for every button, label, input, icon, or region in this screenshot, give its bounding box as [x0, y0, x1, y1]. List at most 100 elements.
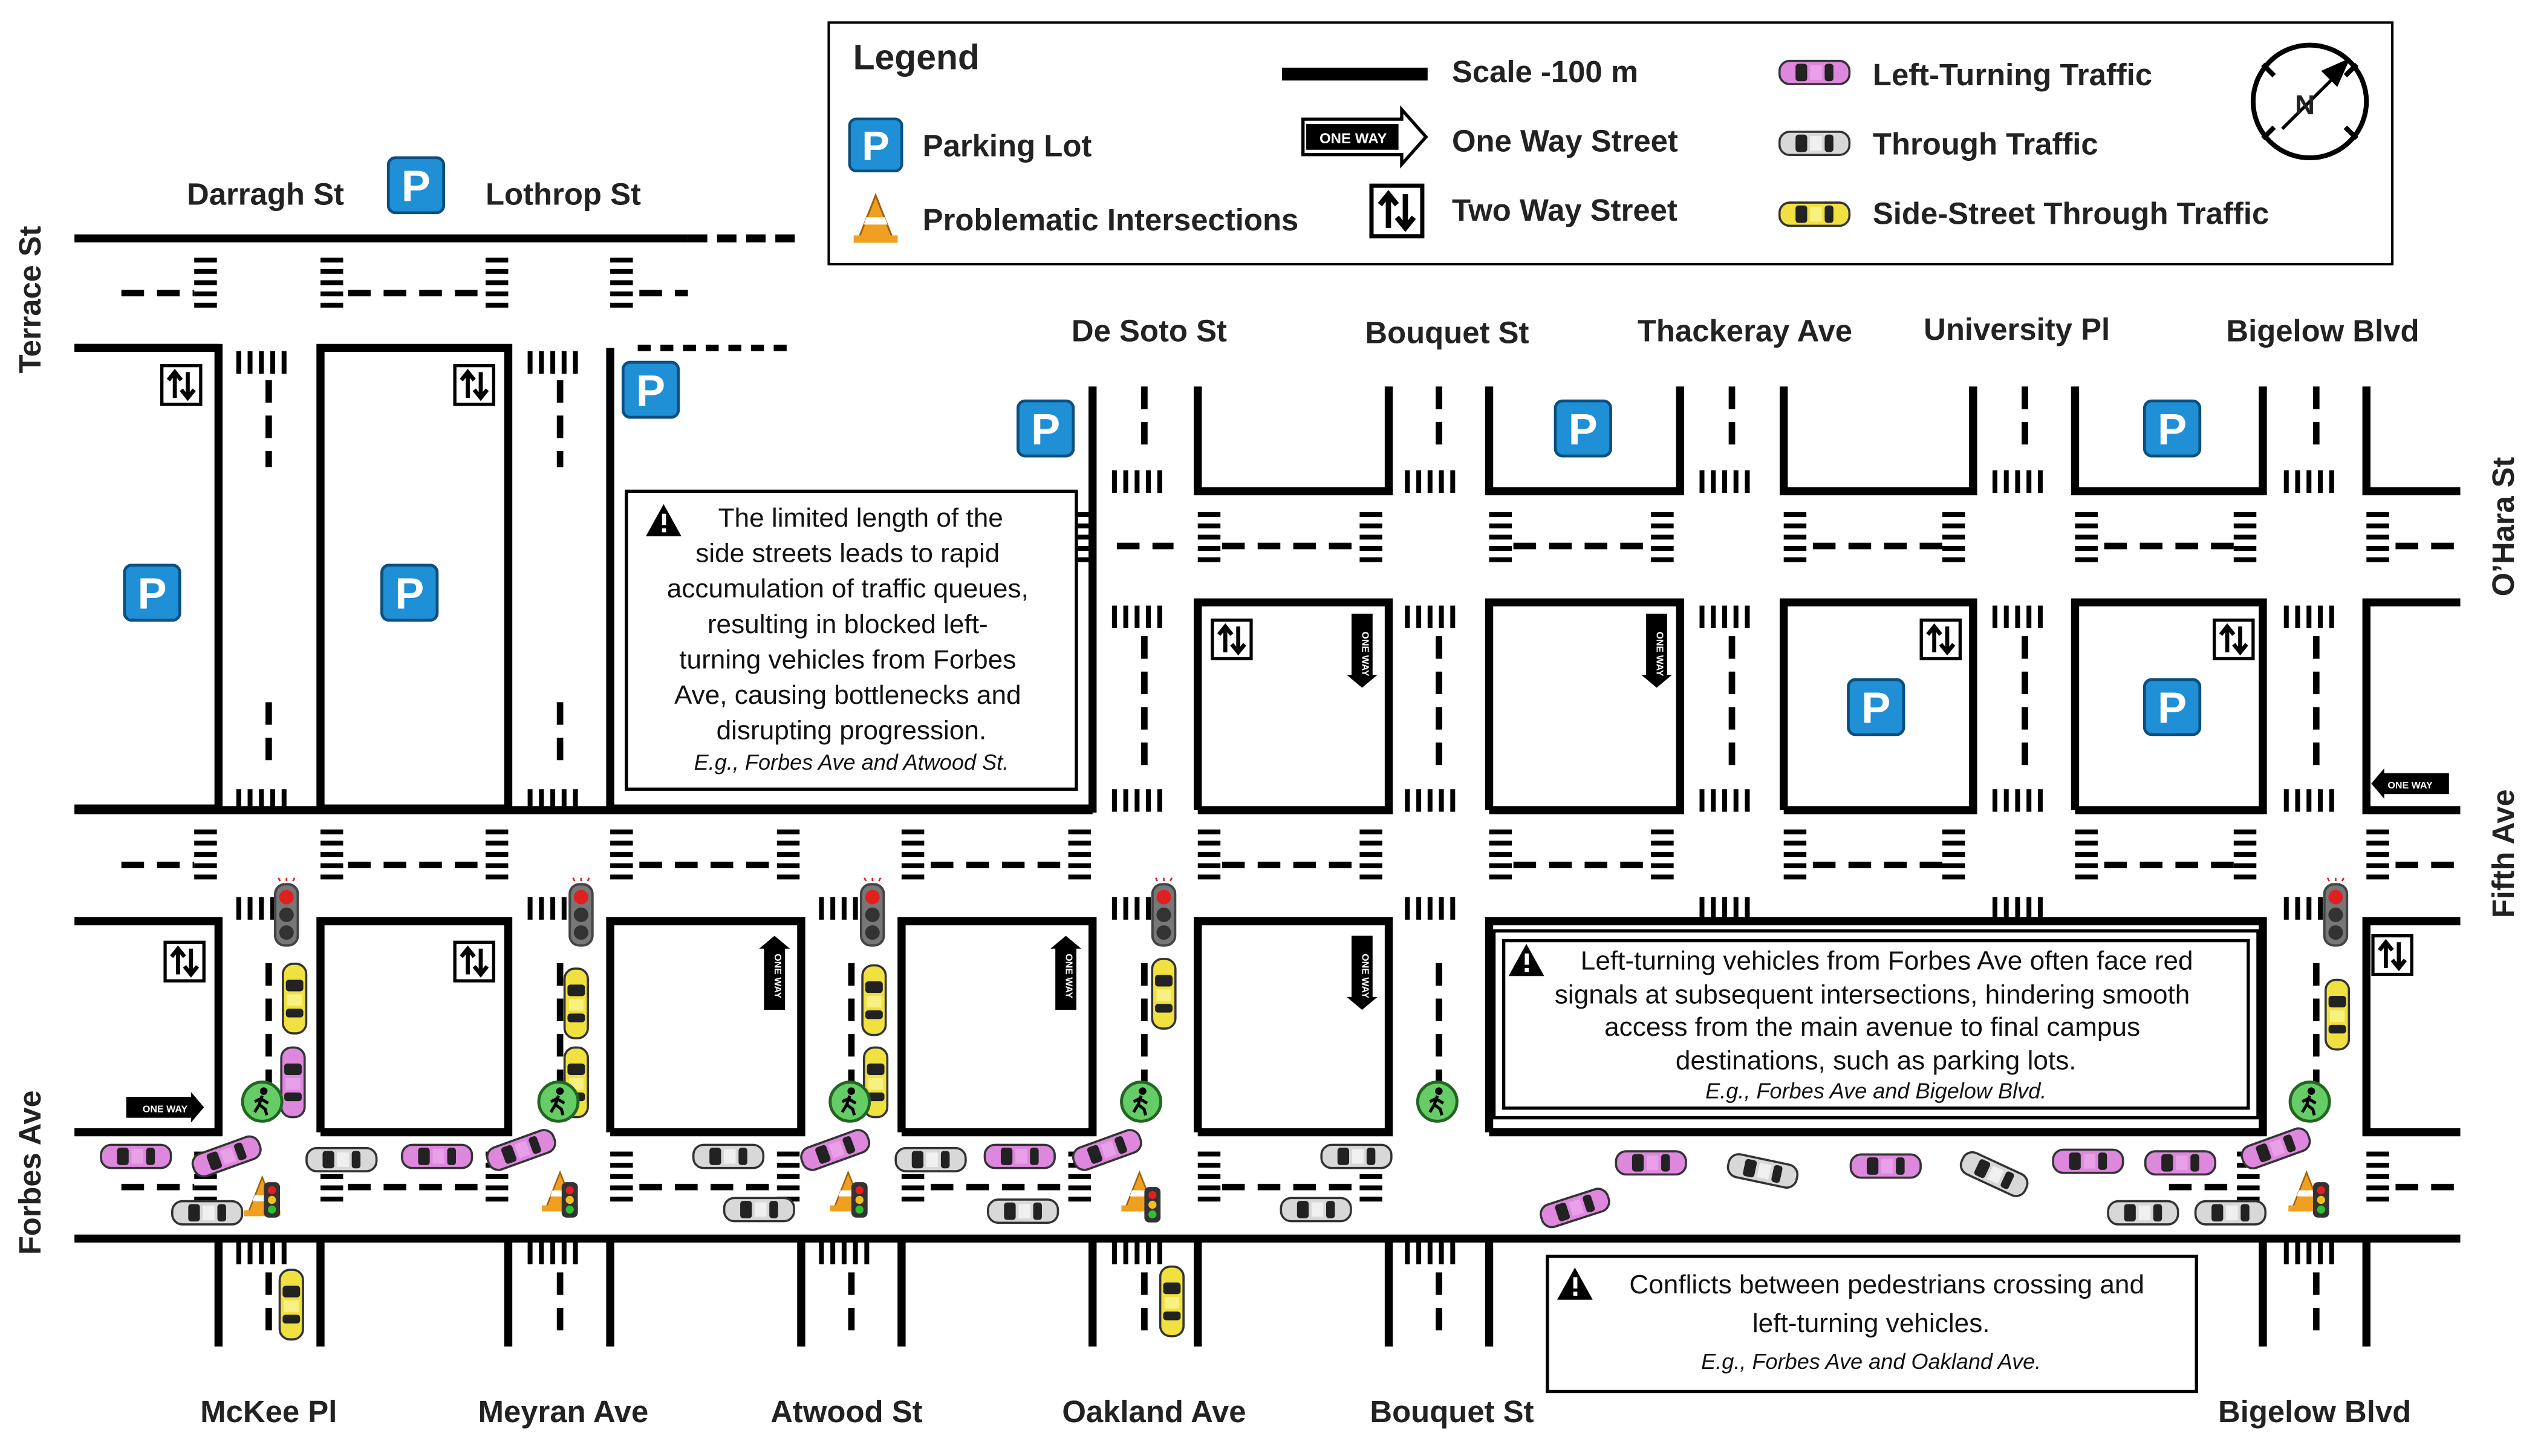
crosswalk-stripe [270, 351, 276, 374]
crosswalk-stripe [2306, 789, 2312, 812]
crosswalk-stripe [1745, 470, 1750, 493]
crosswalk-stripe [1197, 1163, 1221, 1168]
car-icon [1849, 1153, 1922, 1179]
crosswalk-stripe [2283, 470, 2289, 493]
crosswalk-stripe [1711, 605, 1716, 628]
crosswalk-stripe [2233, 535, 2257, 540]
one-way-text: ONE WAY [1359, 954, 1370, 998]
crosswalk-stripe [1123, 470, 1128, 493]
crosswalk-stripe [2295, 605, 2300, 628]
crosswalk-stripe [610, 291, 633, 297]
crosswalk-stripe [2366, 512, 2389, 518]
crosswalk-stripe [901, 863, 925, 868]
crosswalk-stripe [1745, 897, 1750, 920]
crosswalk-stripe [1068, 557, 1092, 562]
car-icon [861, 964, 887, 1036]
crosswalk-stripe [1359, 852, 1382, 857]
crosswalk-stripe [1942, 863, 1965, 868]
one-way-arrow-icon: ONE WAY [2371, 768, 2449, 799]
crosswalk-stripe [281, 789, 287, 812]
crosswalk-stripe [236, 897, 241, 920]
crosswalk-stripe [1942, 512, 1965, 518]
one-way-arrow-shape [126, 1092, 204, 1123]
crosswalk-stripe [2366, 1163, 2389, 1168]
crosswalk-stripe [610, 1185, 633, 1191]
crosswalk-stripe [1123, 605, 1128, 628]
crosswalk-stripe [2366, 523, 2389, 528]
crosswalk-stripe [1068, 874, 1092, 880]
crosswalk-stripe [194, 1197, 217, 1202]
crosswalk-stripe [527, 1241, 533, 1265]
crosswalk-stripe [1405, 470, 1410, 493]
legend: Legend Parking Lot Problematic Intersect… [827, 21, 2394, 265]
parking-icon [125, 565, 180, 620]
crosswalk-stripe [1134, 470, 1140, 493]
legend-two-way-label: Two Way Street [1452, 193, 1677, 227]
two-way-arrows-icon [1212, 620, 1251, 659]
crosswalk-stripe [841, 1241, 847, 1265]
one-way-signs: ONE WAY ONE WAY ONE WAY ONE WAY ONE WAY ONE W… [126, 613, 2449, 1123]
crosswalk-stripe [2003, 789, 2009, 812]
crosswalk-stripe [1711, 789, 1716, 812]
crosswalk-stripe [320, 1174, 343, 1179]
crosswalk-stripe [2317, 789, 2323, 812]
crosswalk-stripe [1197, 557, 1221, 562]
crosswalk-stripe [550, 1241, 556, 1265]
street-label-bouquet-bottom: Bouquet St [1370, 1394, 1534, 1429]
crosswalk-stripe [1416, 1241, 1422, 1265]
crosswalk-stripe [270, 897, 276, 920]
through-car-icon [1778, 131, 1851, 157]
crosswalk-stripe [550, 351, 556, 374]
side-street-car-icon [1778, 201, 1851, 227]
crosswalk-stripe [1427, 1241, 1433, 1265]
crosswalk-stripe [485, 258, 509, 263]
crosswalk-stripe [539, 351, 544, 374]
one-way-arrow-icon: ONE WAY [1346, 613, 1378, 688]
crosswalk-stripe [1068, 863, 1092, 868]
crosswalk-stripe [320, 829, 343, 834]
crosswalk-stripe [1783, 829, 1807, 834]
block-outline [1485, 386, 1685, 496]
crosswalk-stripe [2075, 863, 2098, 868]
crosswalk-stripe [2329, 789, 2334, 812]
crosswalk-stripe [194, 268, 217, 274]
crosswalk-stripe [1359, 557, 1382, 562]
crosswalk-stripe [320, 852, 343, 857]
crosswalk-stripe [2233, 512, 2257, 518]
crosswalk-stripe [1359, 1197, 1382, 1202]
crosswalk-stripe [1711, 470, 1716, 493]
one-way-text: ONE WAY [1064, 954, 1075, 998]
crosswalk-stripe [1068, 840, 1092, 846]
crosswalk-stripe [1651, 863, 1674, 868]
one-way-text: ONE WAY [772, 954, 783, 998]
car-icon [100, 1143, 172, 1169]
crosswalk-stripe [2075, 557, 2098, 562]
crosswalk-stripe [1699, 470, 1705, 493]
crosswalk-stripe [1359, 1174, 1382, 1179]
crosswalk-stripe [2295, 1241, 2300, 1265]
crosswalk-stripe [1405, 897, 1410, 920]
street-label-bouquet-top: Bouquet St [1365, 315, 1529, 349]
pedestrian-crossing-icon [1417, 1082, 1457, 1122]
one-way-arrow-icon: ONE WAY [126, 1092, 204, 1123]
crosswalk-stripe [485, 268, 509, 274]
crosswalk-stripe [1197, 523, 1221, 528]
crosswalk-stripe [1068, 829, 1092, 834]
crosswalk-stripe [236, 351, 241, 374]
crosswalk-stripe [2366, 874, 2389, 880]
crosswalk-stripe [1197, 1197, 1221, 1202]
crosswalk-stripe [2295, 897, 2300, 920]
crosswalk-stripe [1699, 897, 1705, 920]
crosswalk-stripe [539, 1241, 544, 1265]
crosswalk-stripe [2366, 546, 2389, 551]
compass-label: N [2295, 89, 2315, 120]
pedestrian-crossing-icon [1122, 1082, 1161, 1122]
crosswalk-stripe [901, 852, 925, 857]
crosswalk-stripe [247, 897, 253, 920]
warning-icon [645, 504, 682, 537]
crosswalk-stripe [573, 1241, 578, 1265]
crosswalk-stripe [1783, 523, 1807, 528]
crosswalk-stripe [776, 863, 800, 868]
crosswalk-stripe [1942, 852, 1965, 857]
